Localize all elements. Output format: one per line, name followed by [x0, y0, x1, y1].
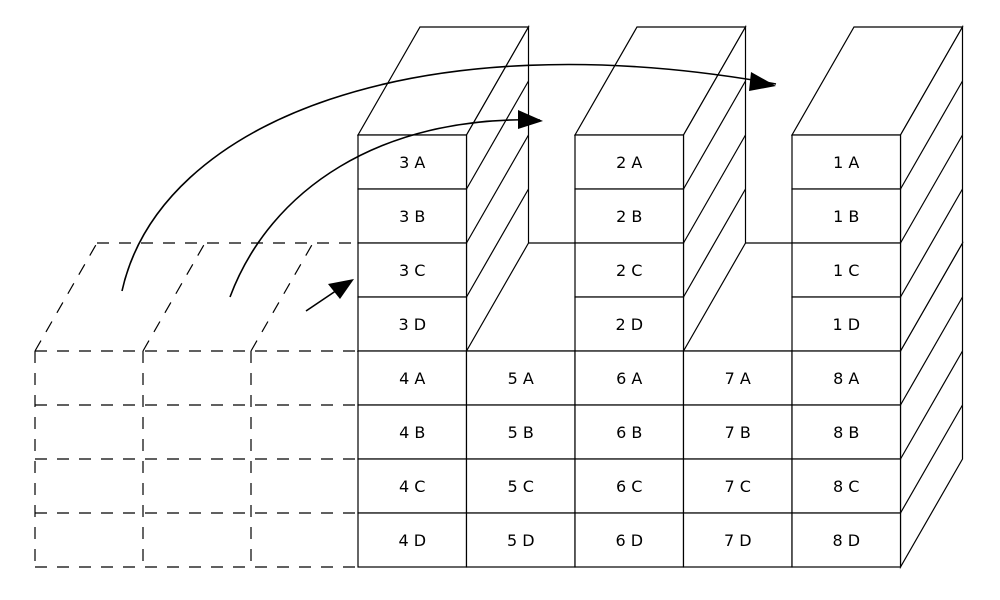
cell-label: 5 C: [508, 477, 534, 496]
cell-label: 1 D: [832, 315, 860, 334]
bottom-side-divider: [899, 350, 964, 460]
column-cell: [357, 242, 468, 298]
column-side-divider: [899, 134, 964, 244]
bottom-side-divider: [899, 296, 964, 406]
cell-label: 2 A: [616, 153, 642, 172]
grid-cell: [574, 458, 685, 514]
cell-label: 6 B: [616, 423, 642, 442]
grid-cell: [682, 350, 793, 406]
arrow-to-column-1: [121, 63, 777, 292]
column-cell: [574, 188, 685, 244]
cell-label: 3 D: [398, 315, 426, 334]
column-cell: [791, 242, 902, 298]
block-structure: [356, 24, 964, 570]
cell-label: 3 B: [399, 207, 425, 226]
column-side-divider: [465, 134, 530, 244]
column-side-divider: [465, 188, 530, 298]
grid-cell: [357, 350, 468, 406]
cell-label: 6 A: [616, 369, 642, 388]
column-side-divider: [899, 80, 964, 190]
cell-label: 3 A: [399, 153, 425, 172]
grid-cell: [791, 458, 902, 514]
grid-cell: [682, 458, 793, 514]
column-cell: [791, 188, 902, 244]
column-side-divider: [899, 188, 964, 298]
column-side-divider: [682, 188, 747, 298]
cell-label: 7 C: [725, 477, 751, 496]
column-side-divider: [682, 134, 747, 244]
column-cell: [574, 242, 685, 298]
cell-label: 7 B: [725, 423, 751, 442]
cell-label: 5 A: [508, 369, 534, 388]
column-cell: [791, 134, 902, 190]
column-side-divider: [682, 80, 747, 190]
cell-label: 4 A: [399, 369, 425, 388]
cell-label: 5 B: [508, 423, 534, 442]
cell-label: 8 C: [833, 477, 859, 496]
cell-label: 8 A: [833, 369, 859, 388]
grid-cell: [465, 512, 576, 568]
cell-label: 6 C: [616, 477, 642, 496]
cell-label: 7 D: [724, 531, 752, 550]
arrow-to-column-2: [229, 119, 541, 298]
column-side-divider: [465, 80, 530, 190]
cell-label: 1 B: [833, 207, 859, 226]
cell-label: 1 C: [833, 261, 859, 280]
cell-label: 2 C: [616, 261, 642, 280]
grid-cell: [791, 512, 902, 568]
grid-cell: [465, 350, 576, 406]
cell-label: 3 C: [399, 261, 425, 280]
cell-label: 7 A: [725, 369, 751, 388]
arrowhead-column-1: [749, 72, 776, 91]
arrowhead-column-2: [518, 110, 543, 129]
cell-label: 4 C: [399, 477, 425, 496]
move-arrows: [121, 63, 777, 312]
cell-label: 6 D: [615, 531, 643, 550]
column-cell: [357, 296, 468, 352]
grid-cell: [682, 404, 793, 460]
grid-cell: [357, 458, 468, 514]
cell-label: 4 D: [398, 531, 426, 550]
grid-cell: [574, 512, 685, 568]
grid-cell: [357, 512, 468, 568]
cell-labels: 3 A 3 B 3 C 3 D 2 A 2 B 2 C 2 D 1 A 1 B 1 C 1 D 4 A 5…: [398, 153, 860, 550]
cell-label: 2 B: [616, 207, 642, 226]
cell-label: 8 B: [833, 423, 859, 442]
bottom-side-divider: [899, 404, 964, 514]
column-cell: [574, 134, 685, 190]
cell-label: 5 D: [507, 531, 535, 550]
arrowhead-column-3: [328, 279, 354, 299]
cell-label: 4 B: [399, 423, 425, 442]
cell-label: 2 D: [615, 315, 643, 334]
column-cell: [791, 296, 902, 352]
cell-label: 8 D: [832, 531, 860, 550]
dashed-ghost-grid: [34, 242, 358, 568]
cell-label: 1 A: [833, 153, 859, 172]
